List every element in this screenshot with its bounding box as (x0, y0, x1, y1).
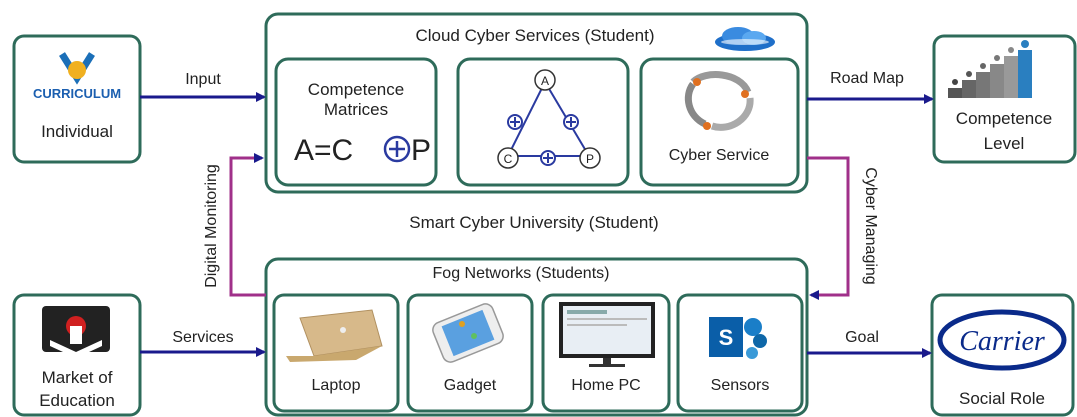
carrier-logo-icon (937, 309, 1067, 371)
arrow-digital-monitoring (229, 153, 266, 297)
cyber-service-box (639, 57, 800, 187)
triangle-label-p: P (586, 152, 594, 166)
fog-networks-box (264, 257, 809, 417)
arrow-goal-label: Goal (845, 329, 879, 346)
curriculum-logo-icon (59, 52, 95, 85)
device-gadget-label: Gadget (444, 377, 497, 394)
competence-level-box (932, 34, 1077, 164)
competence-matrices-line2: Matrices (324, 100, 388, 119)
individual-label: Individual (41, 122, 113, 141)
competence-level-line1: Competence (956, 109, 1052, 128)
triangle-node-a (534, 69, 556, 91)
competence-matrices-line1: Competence (308, 80, 404, 99)
market-label-line2: Education (39, 391, 115, 410)
arrow-digital-monitoring-label: Digital Monitoring (203, 164, 220, 288)
formula-a-c: A=C (294, 134, 353, 167)
sharepoint-icon: S (709, 317, 767, 359)
market-logo-icon (42, 306, 110, 358)
triangle-plus-icons (507, 114, 579, 166)
triangle-label-a: A (541, 74, 549, 88)
svg-text:S: S (719, 325, 734, 350)
cloud-logo-icon (715, 27, 775, 51)
laptop-icon (286, 309, 383, 362)
social-role-label: Social Role (959, 389, 1045, 408)
formula-p: P (411, 134, 431, 167)
cyber-service-label: Cyber Service (669, 147, 770, 164)
triangle-node-p (579, 147, 601, 169)
device-laptop-label: Laptop (312, 377, 361, 394)
market-label-line1: Market of (42, 368, 113, 387)
arrow-cyber-managing-label: Cyber Managing (862, 167, 879, 284)
cyber-service-icon (684, 71, 754, 131)
triangle-node-c (497, 147, 519, 169)
curriculum-logo-text: CURRICULUM (33, 86, 121, 101)
fog-networks-title: Fog Networks (Students) (433, 265, 610, 282)
arrow-road-map-label: Road Map (830, 70, 904, 87)
stairs-people-icon (948, 40, 1032, 98)
desktop-pc-icon (559, 302, 655, 367)
device-sensors-label: Sensors (711, 377, 770, 394)
smart-cyber-university-label: Smart Cyber University (Student) (409, 213, 658, 232)
competence-level-line2: Level (984, 134, 1025, 153)
phone-icon (432, 303, 504, 363)
individual-box (12, 34, 142, 164)
cloud-services-title: Cloud Cyber Services (Student) (415, 26, 654, 45)
arrow-services-label: Services (172, 329, 233, 346)
arrow-cyber-managing (807, 156, 850, 300)
arrow-input-label: Input (185, 71, 221, 88)
carrier-logo-text: Carrier (959, 326, 1045, 357)
triangle-label-c: C (504, 152, 513, 166)
device-homepc-label: Home PC (571, 377, 640, 394)
